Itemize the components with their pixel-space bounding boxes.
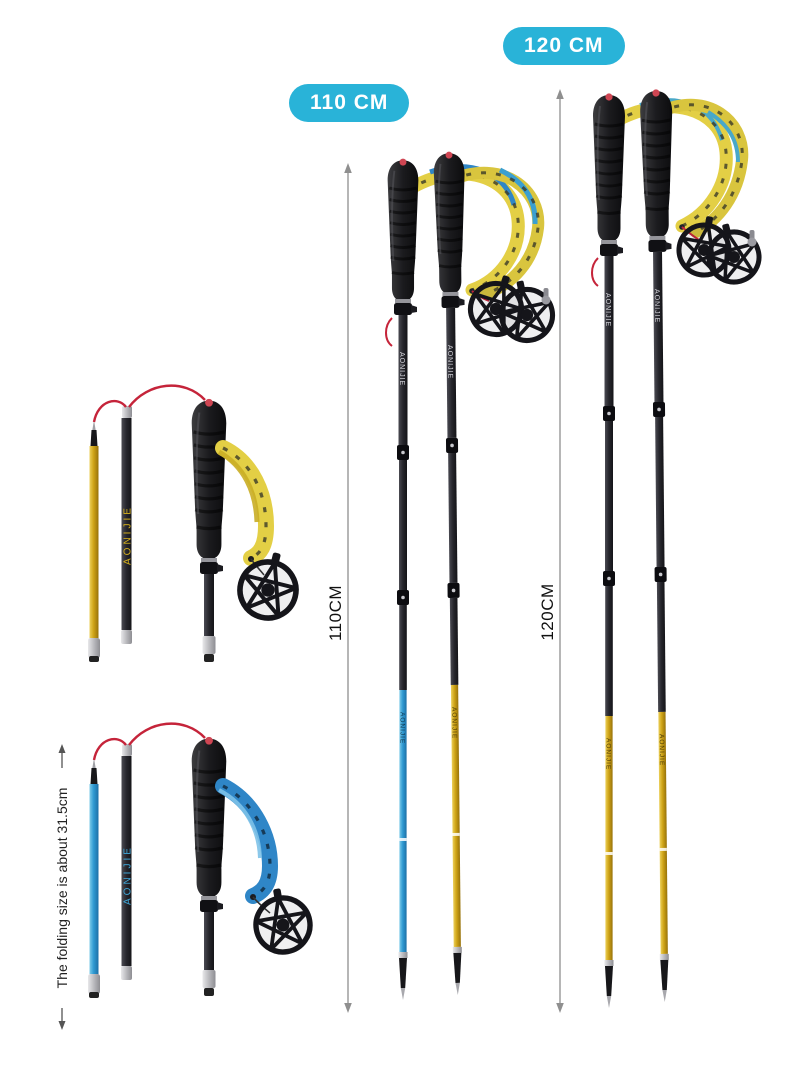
brand-text: AONIJIE <box>399 712 406 744</box>
folded-middle-segment-black: AONIJIE <box>121 744 134 980</box>
dimension-label-120: 120CM <box>538 583 557 641</box>
shaft-joint <box>603 571 615 586</box>
grip <box>386 157 420 303</box>
baskets-120 <box>675 212 765 287</box>
dimension-label-110: 110CM <box>326 584 345 642</box>
shaft-joint <box>445 437 459 454</box>
pole-tip <box>452 946 463 996</box>
pole-tip <box>604 960 614 1008</box>
grip <box>432 150 468 296</box>
wrist-straps-120 <box>607 98 749 238</box>
brand-text: AONIJIE <box>446 345 453 379</box>
folded-handle-segment <box>190 397 228 662</box>
shaft-joint <box>397 590 409 605</box>
brand-text: AONIJIE <box>398 352 405 386</box>
brand-text: AONIJIE <box>450 707 457 739</box>
connecting-cord <box>92 384 206 423</box>
pole-tip <box>398 952 408 1000</box>
folded-handle-segment <box>190 735 228 996</box>
grip <box>190 735 228 899</box>
brand-text: AONIJIE <box>123 505 134 565</box>
grip-collar <box>648 235 672 253</box>
wrist-straps-110 <box>401 164 545 300</box>
brand-text: AONIJIE <box>658 734 665 766</box>
size-badge-110: 110 CM <box>289 84 410 122</box>
grip-collar <box>200 896 223 912</box>
full-pole-110-blue: AONIJIE AONIJIE <box>385 157 420 1000</box>
pole-tip <box>659 953 670 1003</box>
full-pole-120-left: AONIJIE AONIJIE <box>591 91 627 1008</box>
shaft-joint <box>654 566 667 583</box>
dimension-arrow-120 <box>556 89 564 1013</box>
folded-pole-set-blue: AONIJIE <box>88 722 314 998</box>
wrist-strap-yellow <box>215 440 275 576</box>
folded-tip-segment-yellow <box>88 420 100 662</box>
shaft-joint <box>397 445 409 460</box>
strap-buckle <box>747 230 757 247</box>
shaft-joint <box>447 582 460 599</box>
grip-collar <box>600 240 623 256</box>
grip <box>591 91 627 244</box>
shaft-joint <box>652 401 666 418</box>
grip-collar <box>200 558 223 574</box>
strap-cord-loop <box>591 257 599 287</box>
folded-middle-segment-black: AONIJIE <box>121 406 134 644</box>
brand-text: AONIJIE <box>605 738 612 770</box>
folding-size-note: The folding size is about 31.5cm <box>54 787 70 989</box>
shaft-joint <box>603 406 615 421</box>
grip <box>638 87 675 240</box>
full-pole-110-yellow: AONIJIE AONIJIE <box>432 150 468 996</box>
folded-pole-set-yellow: AONIJIE <box>88 384 304 662</box>
grip-collar <box>394 299 417 315</box>
dimension-arrow-110 <box>344 163 352 1013</box>
connecting-cord <box>92 722 206 761</box>
brand-text: AONIJIE <box>604 293 611 327</box>
wrist-strap-blue <box>215 778 279 914</box>
grip-collar <box>441 291 465 309</box>
size-badge-120: 120 CM <box>503 27 625 65</box>
full-pole-120-right: AONIJIE AONIJIE <box>638 87 675 1003</box>
folding-size-arrow <box>58 744 66 1030</box>
folded-tip-segment-blue <box>88 758 100 998</box>
brand-text: AONIJIE <box>653 289 660 323</box>
brand-text: AONIJIE <box>123 845 134 905</box>
grip <box>190 397 228 561</box>
strap-cord-loop <box>385 317 393 347</box>
strap-buckle <box>541 288 551 305</box>
baskets-110 <box>464 268 557 345</box>
